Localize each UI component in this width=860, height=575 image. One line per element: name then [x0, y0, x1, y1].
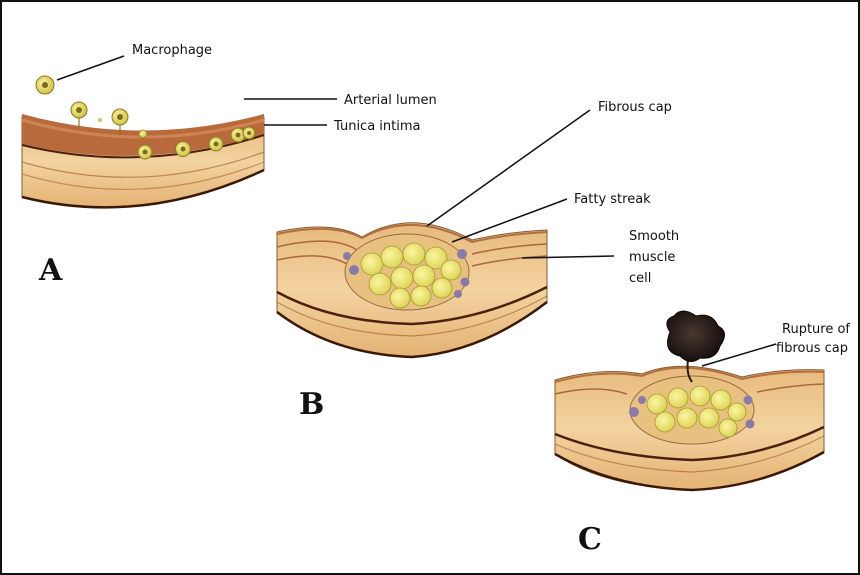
label-arterial-lumen: Arterial lumen — [344, 93, 437, 108]
panel-b-artery — [277, 223, 547, 357]
panel-c-artery — [555, 311, 824, 490]
panel-label-b: B — [299, 387, 324, 422]
label-fatty-streak: Fatty streak — [574, 192, 651, 207]
label-macrophage: Macrophage — [132, 43, 212, 58]
label-rupture-2: fibrous cap — [776, 341, 848, 356]
label-smooth-muscle-2: muscle — [629, 250, 675, 265]
panel-a-artery — [22, 76, 264, 207]
label-tunica-intima: Tunica intima — [333, 119, 421, 134]
label-smooth-muscle-3: cell — [629, 271, 651, 286]
panel-label-a: A — [38, 253, 63, 288]
label-fibrous-cap: Fibrous cap — [598, 100, 672, 115]
label-smooth-muscle-1: Smooth — [629, 229, 679, 244]
panel-label-c: C — [578, 522, 602, 557]
label-rupture-1: Rupture of — [782, 322, 850, 337]
